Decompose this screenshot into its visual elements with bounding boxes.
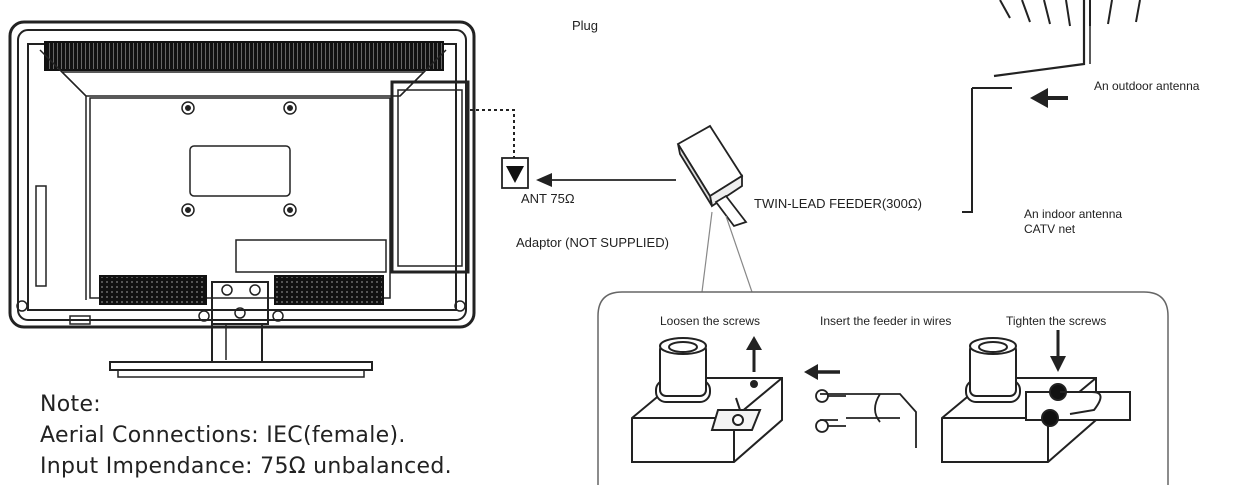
twin-lead-feeder-label: TWIN-LEAD FEEDER(300Ω) [754,196,922,211]
note-title: Note: [40,392,101,417]
feeder-line [962,87,1012,213]
ant-label: ANT 75Ω [521,191,575,206]
step-tighten-label: Tighten the screws [1006,314,1107,328]
adaptor-box [676,124,748,228]
adaptor-label: Adaptor (NOT SUPPLIED) [516,235,669,250]
indoor-antenna-label: An indoor antenna [1024,207,1123,221]
adaptor-pointer-right [725,215,753,293]
arrow-to-socket [536,173,676,187]
arrow-from-outdoor-antenna [1030,88,1068,108]
dotted-cable [470,109,515,158]
note-input-impedance: Input Impendance: 75Ω unbalanced. [40,454,452,479]
feeder-wires-insert [815,389,917,448]
adaptor-pointer-left [701,211,713,293]
catv-net-label: CATV net [1024,222,1076,236]
step-loosen-label: Loosen the screws [660,314,761,328]
detail-panel-frame [597,291,1169,485]
outdoor-antenna-label: An outdoor antenna [1094,79,1200,93]
connector-loosen [631,337,783,463]
ant-socket [501,157,529,189]
arrow-tighten-down [1050,330,1066,372]
step-insert-label: Insert the feeder in wires [820,314,952,328]
plug-label: Plug [572,18,599,33]
connector-tighten [941,337,1131,463]
arrow-loosen-up [746,336,762,372]
arrow-insert-left [804,364,840,380]
tv-back-illustration [8,20,476,378]
outdoor-antenna [993,0,1141,78]
note-aerial-connections: Aerial Connections: IEC(female). [40,423,406,448]
